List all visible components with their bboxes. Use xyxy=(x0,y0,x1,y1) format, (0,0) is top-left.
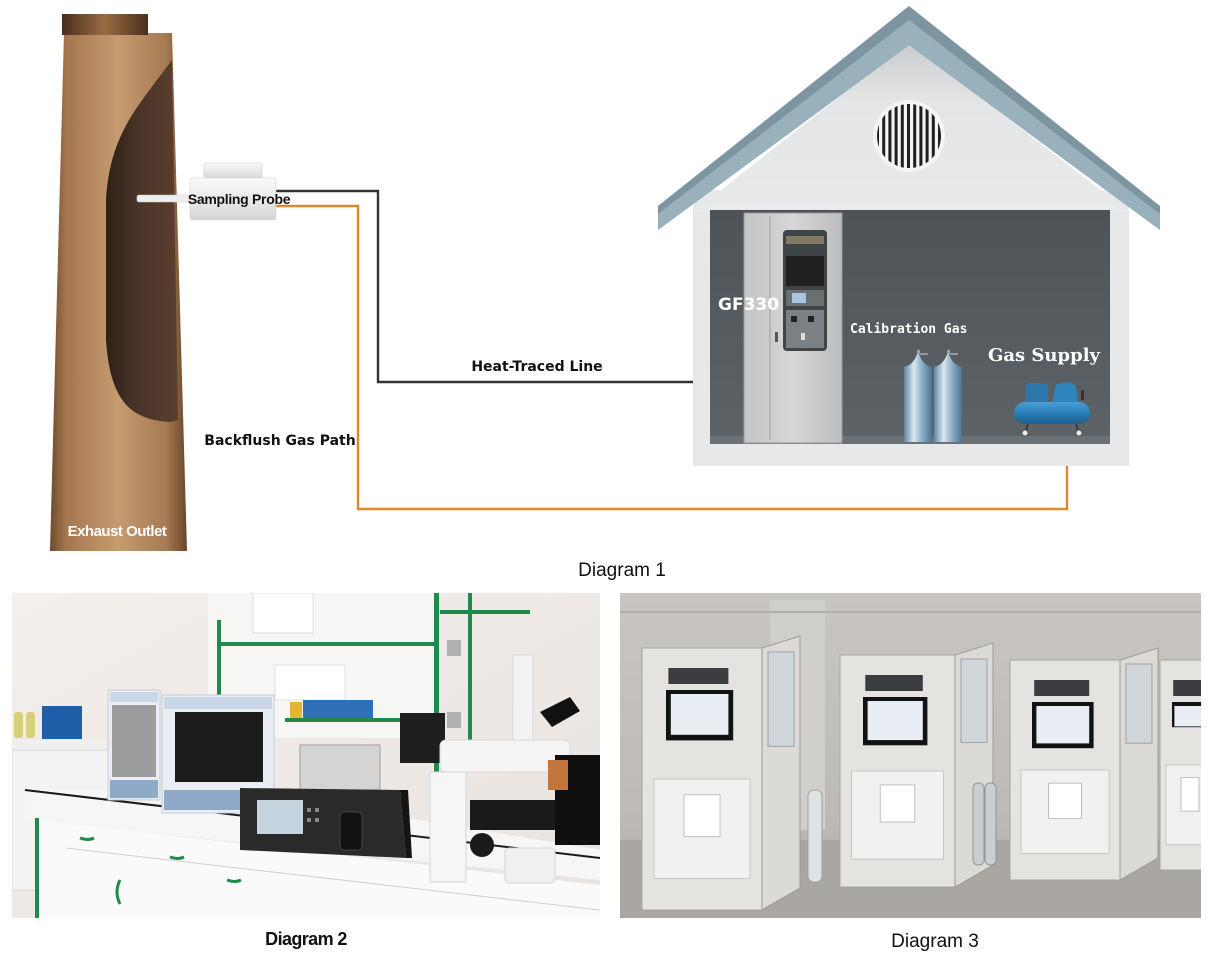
analyzer-screen xyxy=(792,293,806,303)
vent-slat xyxy=(925,104,929,168)
vent-slat xyxy=(938,104,941,168)
vent-slat xyxy=(900,104,904,168)
cabinet-analyzer-module xyxy=(1034,680,1090,696)
backflush-gas-path-label: Backflush Gas Path xyxy=(204,433,355,449)
heat-traced-line-label: Heat-Traced Line xyxy=(471,359,602,375)
vent-slat xyxy=(882,104,886,168)
chimney-icon xyxy=(50,14,187,551)
cabinet-handle xyxy=(775,332,778,342)
cabinet-analyzer-module xyxy=(865,675,923,691)
vent-slat xyxy=(894,104,898,168)
blue-bin xyxy=(42,706,82,739)
gas-cylinder-group xyxy=(807,782,997,883)
analyzer-cabinet-row xyxy=(641,635,1201,911)
vent-slat xyxy=(913,104,917,168)
diagram-3-caption: Diagram 3 xyxy=(891,931,979,952)
cabinet-icon xyxy=(743,212,843,444)
bench-analyzer xyxy=(240,788,412,858)
vent-slat xyxy=(877,104,879,168)
microscope xyxy=(429,654,600,884)
probe-icon xyxy=(136,162,277,221)
gf330-label: GF330 xyxy=(718,295,779,315)
diagram-3-photo xyxy=(620,593,1201,918)
diagram-2-photo xyxy=(12,593,600,918)
diagram-1-caption: Diagram 1 xyxy=(578,560,666,581)
diagram-1: Exhaust Outlet Sampling Probe Heat-Trace… xyxy=(50,6,1160,581)
vent-slat xyxy=(931,104,935,168)
calibration-gas-label: Calibration Gas xyxy=(850,322,967,337)
vent-slat xyxy=(907,104,910,168)
vent-slat xyxy=(919,104,923,168)
diagram-2-caption: Diagram 2 xyxy=(265,929,347,949)
exhaust-outlet-label: Exhaust Outlet xyxy=(68,523,167,540)
heat-traced-line xyxy=(272,189,712,384)
compressor-icon xyxy=(1014,382,1090,437)
backflush-gas-line xyxy=(272,204,1069,511)
bench-analyzer-screen xyxy=(257,800,303,834)
cabinet-analyzer-module xyxy=(668,668,729,684)
gas-cylinder-icon xyxy=(904,350,962,442)
wall-unit xyxy=(400,713,445,763)
vent-icon xyxy=(873,100,945,172)
vent-slat xyxy=(888,104,892,168)
gas-supply-label: Gas Supply xyxy=(988,345,1101,366)
sampling-probe-label: Sampling Probe xyxy=(188,191,291,207)
cabinet-analyzer-module xyxy=(1173,680,1201,696)
